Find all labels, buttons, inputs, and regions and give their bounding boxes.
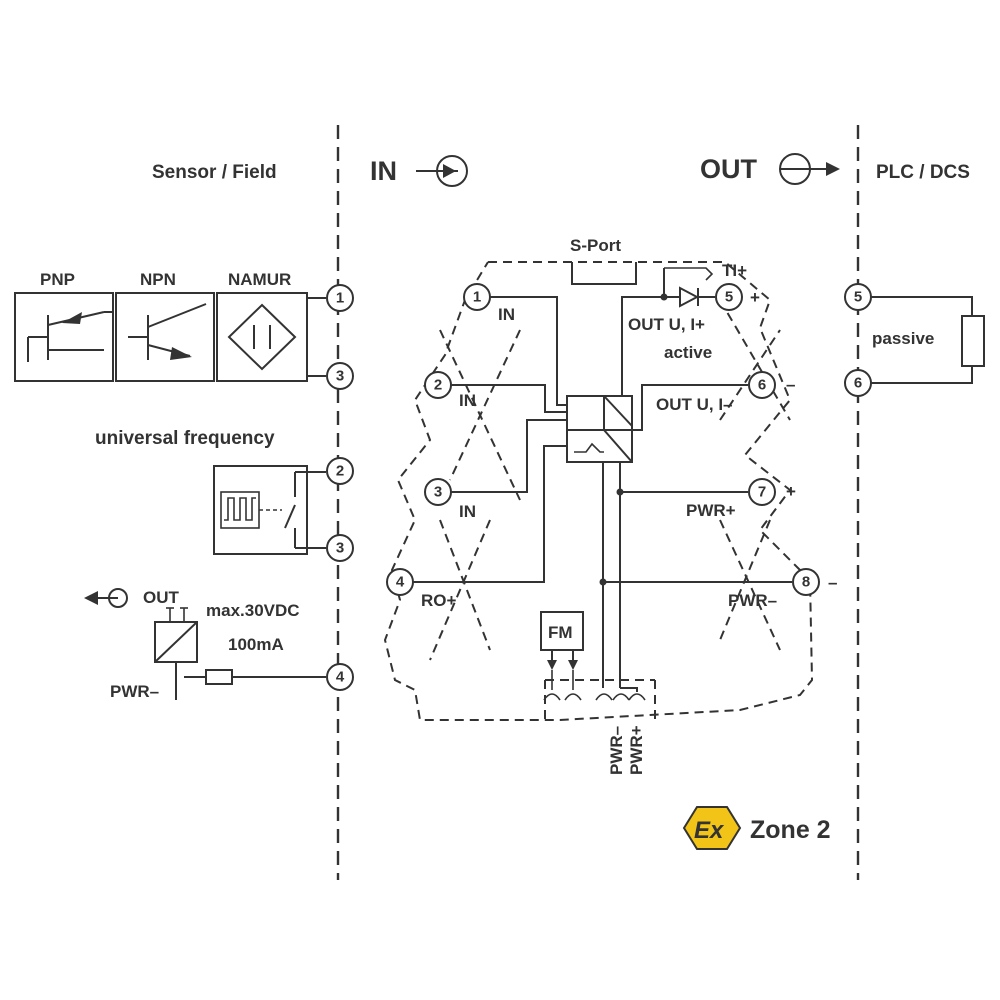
label-zone-2: Zone 2 — [750, 816, 831, 844]
svg-text:2: 2 — [434, 377, 442, 394]
svg-text:FM: FM — [548, 623, 573, 642]
svg-text:3: 3 — [336, 540, 344, 557]
header-plc-dcs: PLC / DCS — [876, 162, 970, 183]
bus-connector-icon — [543, 670, 646, 701]
ex-hexagon — [682, 806, 742, 850]
label-pnp: PNP — [40, 270, 75, 289]
namur-sensor-icon — [216, 292, 308, 382]
label-max-current: 100mA — [228, 635, 284, 654]
label-pwr-minus: PWR– — [728, 591, 777, 610]
label-out-u-i-minus: OUT U, I– — [656, 395, 733, 414]
npn-transistor-icon — [115, 292, 215, 382]
header-out: OUT — [700, 154, 758, 184]
svg-text:1: 1 — [473, 289, 481, 306]
output-arrow-icon — [779, 153, 840, 185]
label-left-pwr-minus: PWR– — [110, 682, 159, 701]
label-plus-5: + — [750, 288, 760, 307]
svg-text:4: 4 — [396, 574, 405, 591]
label-s-port: S-Port — [570, 236, 621, 255]
label-minus-8: – — [828, 573, 837, 592]
terminal-center-4: 4 — [386, 568, 414, 596]
header-sensor-field: Sensor / Field — [152, 162, 277, 183]
label-npn: NPN — [140, 270, 176, 289]
label-in-1: IN — [498, 305, 515, 324]
label-plus-7: + — [786, 482, 796, 501]
svg-text:4: 4 — [336, 669, 345, 686]
terminal-center-7: 7 — [748, 478, 776, 506]
isolator-block — [566, 395, 633, 463]
frequency-source-icon — [213, 465, 326, 555]
module-outline — [383, 261, 814, 721]
svg-text:5: 5 — [725, 289, 733, 306]
svg-text:7: 7 — [758, 484, 766, 501]
fault-monitoring-module: FM — [540, 611, 584, 670]
label-in-2: IN — [459, 391, 476, 410]
terminal-center-1: 1 — [463, 283, 491, 311]
label-universal-frequency: universal frequency — [95, 428, 275, 449]
terminal-center-2: 2 — [424, 371, 452, 399]
label-bus-pwr-plus: PWR+ — [627, 725, 646, 775]
passive-load-resistor-icon — [871, 296, 985, 384]
svg-text:6: 6 — [854, 375, 862, 392]
input-arrow-icon — [416, 155, 468, 187]
terminal-center-3: 3 — [424, 478, 452, 506]
label-minus-6: – — [786, 375, 795, 394]
label-pwr-plus: PWR+ — [686, 501, 736, 520]
ex-hazard-icon: Ex — [682, 806, 742, 850]
pnp-transistor-icon — [14, 292, 114, 382]
svg-text:3: 3 — [434, 484, 442, 501]
relay-coil-icon — [154, 607, 326, 700]
terminal-center-5: 5 — [715, 283, 743, 311]
terminal-right-5: 5 — [844, 283, 872, 311]
terminal-right-6: 6 — [844, 369, 872, 397]
s-port-connector — [571, 262, 637, 285]
svg-text:5: 5 — [854, 289, 862, 306]
label-max-voltage: max.30VDC — [206, 601, 300, 620]
svg-text:2: 2 — [336, 463, 344, 480]
label-active: active — [664, 343, 712, 362]
label-ti-plus: TI+ — [722, 261, 747, 280]
label-passive: passive — [872, 329, 934, 348]
diode-icon — [664, 286, 715, 308]
label-bus-pwr-minus: PWR– — [607, 726, 626, 775]
label-namur: NAMUR — [228, 270, 291, 289]
terminal-left-1: 1 — [326, 284, 354, 312]
label-relay-out: OUT — [143, 588, 180, 607]
svg-text:3: 3 — [336, 368, 344, 385]
label-ro-plus: RO+ — [421, 591, 457, 610]
ex-symbol: Ex — [694, 817, 725, 844]
terminal-left-2: 2 — [326, 457, 354, 485]
label-in-3: IN — [459, 502, 476, 521]
label-out-u-i-plus: OUT U, I+ — [628, 315, 705, 334]
terminal-center-6: 6 — [748, 371, 776, 399]
terminal-left-4: 4 — [326, 663, 354, 691]
svg-text:6: 6 — [758, 377, 766, 394]
terminal-left-3b: 3 — [326, 534, 354, 562]
svg-text:1: 1 — [336, 290, 344, 307]
back-arrow-icon — [84, 588, 128, 608]
svg-text:8: 8 — [802, 574, 810, 591]
header-in: IN — [370, 156, 397, 186]
terminal-left-3a: 3 — [326, 362, 354, 390]
terminal-center-8: 8 — [792, 568, 820, 596]
